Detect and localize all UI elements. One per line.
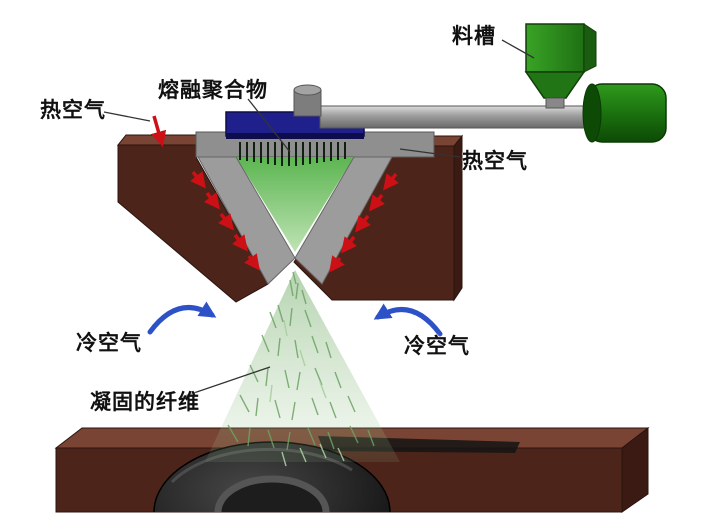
leader-hot-air-left	[103, 111, 151, 122]
die-right-side-face	[453, 134, 463, 302]
leader-hot-air-right	[399, 148, 461, 158]
label-cold-air-right: 冷空气	[404, 335, 470, 358]
hot-air-arrows-left	[190, 170, 260, 271]
leader-molten-polymer	[247, 98, 291, 153]
die-assembly	[116, 111, 464, 303]
drive-motor-cap	[582, 83, 602, 143]
feed-hopper-side	[583, 23, 597, 73]
label-hot-air-left: 热空气	[40, 99, 106, 122]
label-cold-air-left: 冷空气	[76, 332, 142, 355]
fiber-strands-light	[269, 319, 345, 467]
hot-air-arrows	[150, 115, 399, 273]
extruder	[293, 23, 667, 143]
label-hot-air-right: 热空气	[462, 150, 528, 173]
hot-air-arrows-right	[329, 172, 399, 273]
die-inlet-top	[293, 84, 322, 96]
fiber-cone	[205, 270, 400, 462]
leader-lines	[103, 39, 535, 398]
cold-air-arrows	[147, 301, 443, 337]
feed-hopper-outlet	[545, 97, 565, 109]
label-feed-trough: 料槽	[452, 25, 496, 48]
air-channel-wall-right	[294, 156, 393, 285]
die-cap-edge	[226, 133, 364, 139]
leader-solidified-fiber	[181, 366, 271, 398]
extruder-barrel	[319, 105, 603, 129]
label-solidified-fiber: 凝固的纤维	[90, 391, 200, 414]
fiber-spray	[205, 270, 400, 467]
feed-hopper	[525, 23, 585, 73]
leader-feed-trough	[501, 39, 535, 59]
polymer-melt-pool	[236, 157, 354, 252]
feed-hopper-funnel	[524, 71, 586, 99]
hot-air-arrow-top-left	[150, 115, 167, 148]
cold-air-arrow-right	[373, 303, 443, 337]
fiber-strands	[227, 271, 375, 451]
spinneret-bristles	[239, 142, 346, 166]
drum-hub	[214, 475, 330, 512]
label-molten-polymer: 熔融聚合物	[158, 79, 268, 102]
cold-air-arrow-left	[147, 301, 217, 335]
